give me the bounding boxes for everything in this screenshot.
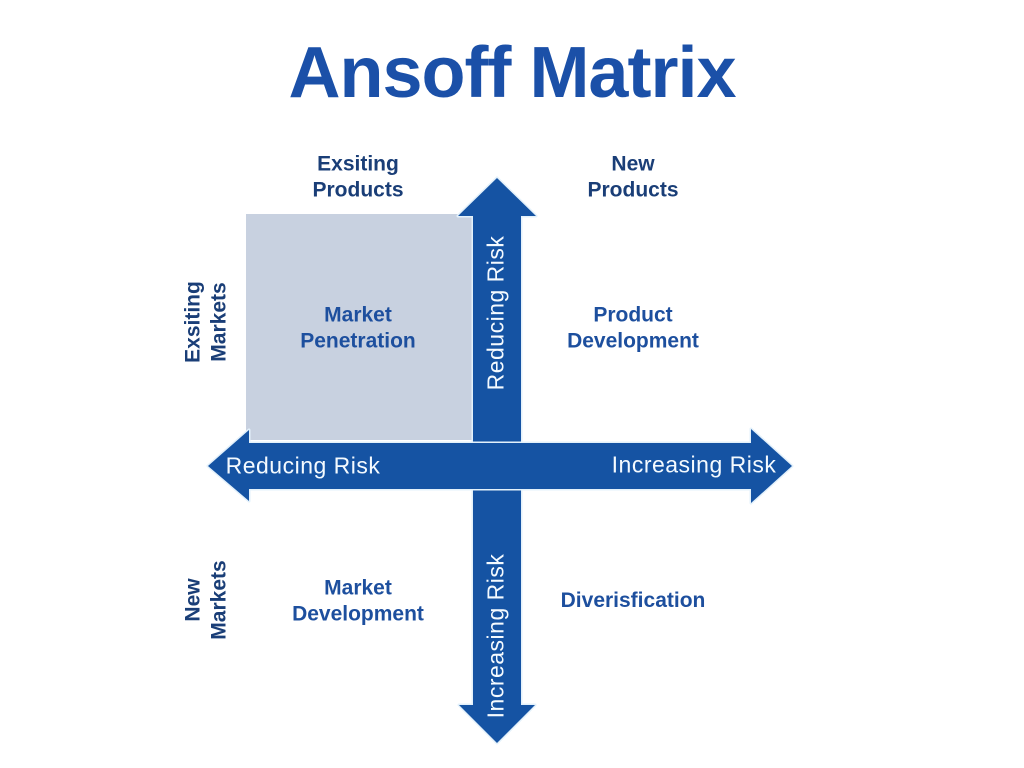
horizontal-arrow-right-label: Increasing Risk <box>611 451 777 478</box>
column-header-existing-products: Exsiting Products <box>312 152 404 201</box>
row-header-existing-markets: Exsiting Markets <box>181 281 230 363</box>
horizontal-arrow-left-label: Reducing Risk <box>225 452 381 479</box>
quadrant-label-market-penetration: Market Penetration <box>300 303 416 352</box>
market-penetration-highlight-box <box>246 214 472 440</box>
quadrant-label-market-development: Market Development <box>292 576 424 625</box>
horizontal-risk-arrow <box>206 427 794 505</box>
page-title: Ansoff Matrix <box>288 33 736 113</box>
quadrant-label-product-development: Product Development <box>567 303 699 352</box>
vertical-arrow-up-label: Reducing Risk <box>482 235 509 391</box>
row-header-new-markets: New Markets <box>181 560 230 640</box>
quadrant-label-diversification: Diverisfication <box>560 589 706 613</box>
vertical-arrow-down-label: Increasing Risk <box>482 553 509 719</box>
column-header-new-products: New Products <box>587 152 679 201</box>
